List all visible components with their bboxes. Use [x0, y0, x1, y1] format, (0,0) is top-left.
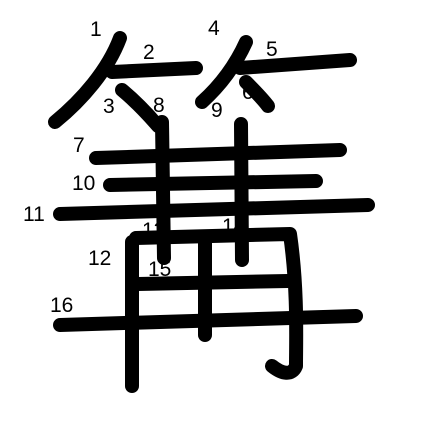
stroke-3: [115, 83, 165, 133]
stroke-6: [239, 75, 275, 113]
stroke-1: [48, 31, 127, 129]
stroke-number-13: 13: [142, 219, 165, 242]
stroke-number-5: 5: [266, 38, 278, 61]
stroke-4: [195, 35, 253, 109]
stroke-number-7: 7: [73, 134, 85, 157]
stroke-15: [131, 274, 295, 291]
stroke-2: [105, 61, 203, 79]
stroke-number-6: 6: [242, 81, 254, 104]
stroke-number-10: 10: [72, 172, 95, 195]
stroke-number-15: 15: [148, 258, 171, 281]
strokes: [48, 31, 375, 393]
stroke-number-2: 2: [143, 41, 155, 64]
stroke-number-14: 14: [222, 215, 246, 238]
stroke-5: [233, 53, 357, 75]
stroke-16: [53, 309, 363, 332]
stroke-number-1: 1: [90, 18, 102, 41]
stroke-number-16: 16: [50, 294, 73, 317]
stroke-number-4: 4: [208, 17, 220, 40]
stroke-number-8: 8: [153, 94, 165, 117]
stroke-number-9: 9: [211, 99, 223, 122]
stroke-number-11: 11: [23, 203, 45, 226]
stroke-number-3: 3: [103, 95, 115, 118]
stroke-number-12: 12: [88, 247, 111, 270]
stroke-7: [89, 143, 347, 165]
stroke-number-labels: 1 2 3 4 5 6 7 8 9 10 11 12 13 14 15 16: [23, 17, 278, 317]
stroke-10: [103, 174, 323, 192]
stroke-11: [53, 198, 375, 221]
stroke-13: [129, 227, 304, 380]
